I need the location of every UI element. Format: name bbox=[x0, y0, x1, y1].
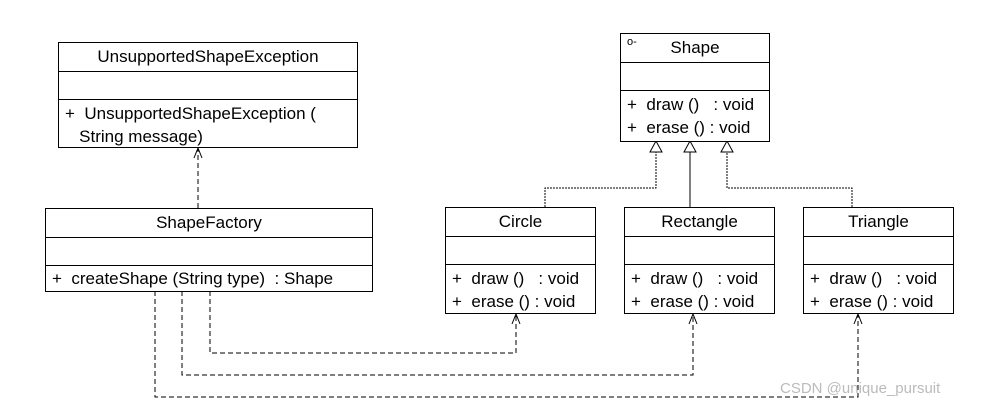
operations-section: + draw () : void + erase () : void bbox=[621, 91, 769, 141]
operations-section: + UnsupportedShapeException ( String mes… bbox=[59, 100, 357, 150]
attributes-section bbox=[621, 63, 769, 91]
class-name: Circle bbox=[446, 208, 595, 237]
operation: + draw () : void bbox=[452, 269, 580, 288]
interface-lollipop-icon: o- bbox=[627, 36, 637, 48]
operation: + draw () : void bbox=[631, 269, 759, 288]
class-header: o- Shape bbox=[621, 34, 769, 63]
operation: + erase () : void bbox=[631, 292, 755, 311]
class-rectangle[interactable]: Rectangle + draw () : void + erase () : … bbox=[624, 207, 775, 314]
class-name: Triangle bbox=[804, 208, 953, 237]
class-name: Shape bbox=[670, 38, 720, 57]
class-triangle[interactable]: Triangle + draw () : void + erase () : v… bbox=[803, 207, 954, 314]
attributes-section bbox=[446, 237, 595, 265]
operation: String message) bbox=[65, 127, 203, 146]
dependency-triangle bbox=[154, 291, 859, 398]
class-name: ShapeFactory bbox=[46, 209, 372, 238]
operation: + draw () : void bbox=[627, 95, 755, 114]
watermark: CSDN @unique_pursuit bbox=[780, 380, 941, 397]
operation: + UnsupportedShapeException ( bbox=[65, 104, 316, 123]
attributes-section bbox=[46, 238, 372, 266]
operation: + erase () : void bbox=[627, 118, 751, 137]
operation: + erase () : void bbox=[810, 292, 934, 311]
generalization-circle bbox=[544, 139, 663, 207]
operation: + draw () : void bbox=[810, 269, 938, 288]
generalization-triangle bbox=[720, 139, 853, 207]
attributes-section bbox=[804, 237, 953, 265]
class-name: UnsupportedShapeException bbox=[59, 43, 357, 72]
class-shape[interactable]: o- Shape + draw () : void + erase () : vo… bbox=[620, 33, 770, 142]
class-shape-factory[interactable]: ShapeFactory + createShape (String type)… bbox=[45, 208, 373, 292]
generalization-rectangle bbox=[683, 139, 697, 207]
operation: + erase () : void bbox=[452, 292, 576, 311]
dependency-rectangle bbox=[181, 291, 694, 376]
dependency-circle bbox=[209, 291, 517, 354]
class-circle[interactable]: Circle + draw () : void + erase () : voi… bbox=[445, 207, 596, 314]
operation: + createShape (String type) : Shape bbox=[52, 269, 334, 288]
attributes-section bbox=[625, 237, 774, 265]
operations-section: + draw () : void + erase () : void bbox=[446, 265, 595, 315]
operations-section: + draw () : void + erase () : void bbox=[625, 265, 774, 315]
class-unsupported-shape-exception[interactable]: UnsupportedShapeException + UnsupportedS… bbox=[58, 42, 358, 148]
class-name: Rectangle bbox=[625, 208, 774, 237]
operations-section: + draw () : void + erase () : void bbox=[804, 265, 953, 315]
attributes-section bbox=[59, 72, 357, 100]
operations-section: + createShape (String type) : Shape bbox=[46, 266, 372, 292]
